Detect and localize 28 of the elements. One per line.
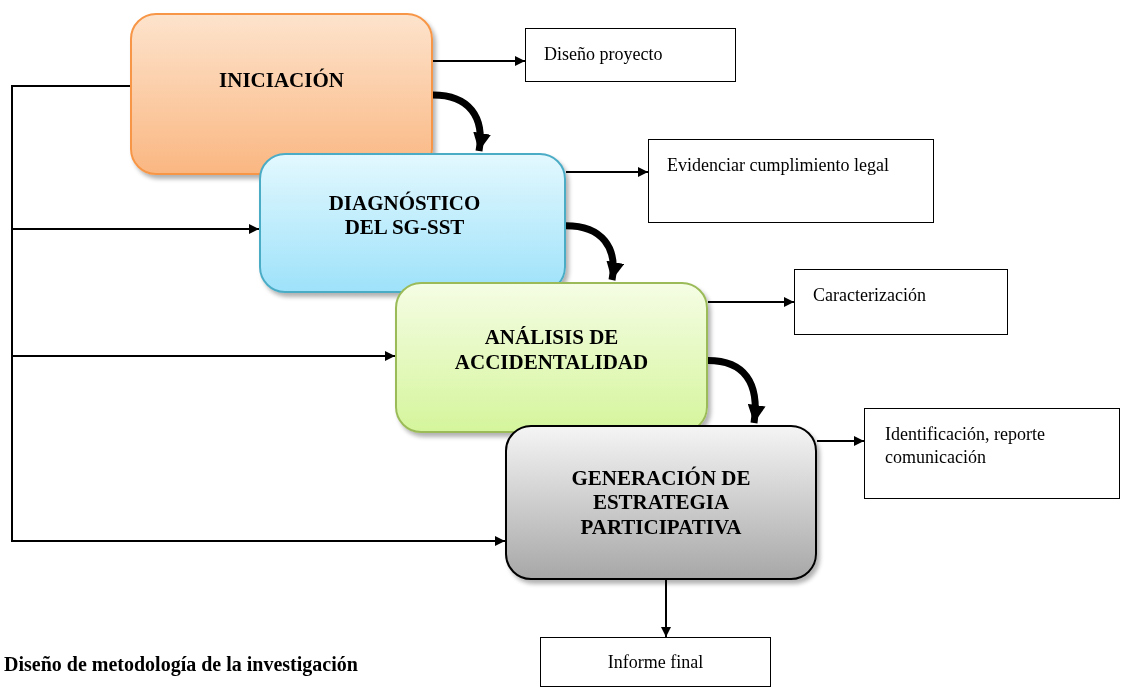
figure-caption: Diseño de metodología de la investigación: [4, 653, 358, 676]
curved-arrow: [707, 357, 765, 424]
output-text: Informe final: [607, 650, 704, 674]
curved-arrow: [565, 222, 624, 281]
output-text: Evidenciar cumplimiento legal: [667, 154, 889, 177]
output-box: [525, 28, 736, 82]
arrow: [432, 56, 526, 66]
output-box: [648, 139, 934, 223]
output-box: [540, 637, 771, 687]
arrow: [565, 167, 649, 177]
stage-box: [395, 282, 708, 433]
arrow: [11, 85, 506, 546]
stage-box: [259, 153, 566, 293]
curved-arrow: [432, 91, 491, 152]
stage-title: INICIACIÓN: [218, 67, 345, 93]
output-box: [864, 408, 1120, 499]
arrow: [816, 436, 865, 446]
stage-box: [505, 425, 817, 580]
stage-box: [130, 13, 433, 175]
output-text: Diseño proyecto: [544, 43, 663, 66]
stage-title: GENERACIÓN DE ESTRATEGIA PARTICIPATIVA: [570, 466, 752, 539]
output-text: Identificación, reporte comunicación: [885, 423, 1046, 468]
output-text: Caracterización: [813, 284, 926, 307]
arrow: [707, 297, 795, 307]
output-box: [794, 269, 1008, 335]
stage-title: ANÁLISIS DE ACCIDENTALIDAD: [453, 325, 650, 374]
stage-title: DIAGNÓSTICO DEL SG-SST: [327, 190, 482, 240]
arrow: [661, 579, 671, 638]
